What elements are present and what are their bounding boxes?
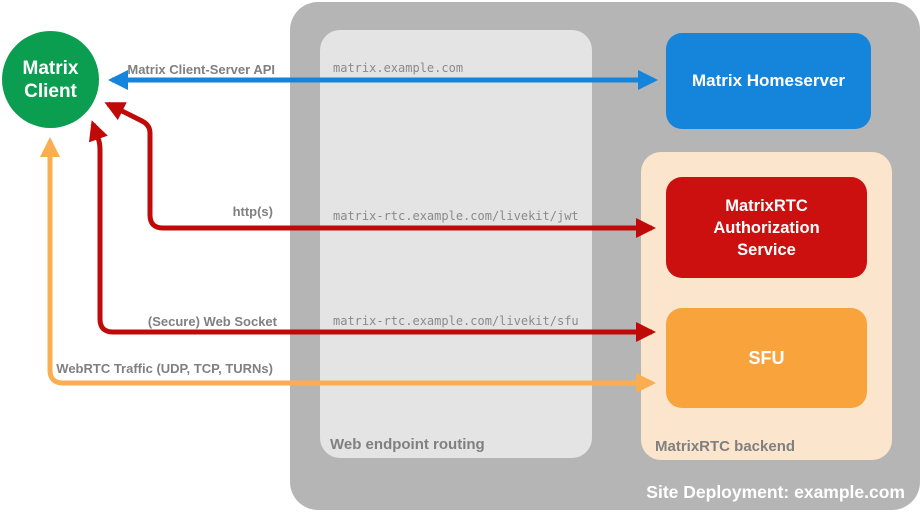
matrix-client-node: Matrix Client	[2, 31, 99, 128]
webrtc-arrow-label: WebRTC Traffic (UDP, TCP, TURNs)	[56, 361, 273, 376]
matrix-homeserver-label: Matrix Homeserver	[691, 71, 846, 90]
matrixrtc-authorization-service-label: MatrixRTC Authorization Service	[713, 196, 820, 259]
https-arrow-label: http(s)	[232, 204, 273, 219]
matrixrtc-authorization-service-node: MatrixRTC Authorization Service	[666, 177, 867, 278]
sfu-label: SFU	[748, 347, 785, 368]
matrix-homeserver-node: Matrix Homeserver	[666, 33, 871, 129]
route-livekit-jwt: matrix-rtc.example.com/livekit/jwt	[333, 209, 579, 223]
web-endpoint-routing-caption: Web endpoint routing	[330, 436, 485, 453]
websocket-arrow-label: (Secure) Web Socket	[147, 314, 277, 329]
web-endpoint-routing-box	[320, 30, 592, 458]
route-matrix-example-com: matrix.example.com	[333, 61, 464, 75]
route-livekit-sfu: matrix-rtc.example.com/livekit/sfu	[333, 314, 579, 328]
site-deployment-caption: Site Deployment: example.com	[646, 482, 905, 502]
matrix-client-label: Matrix Client	[22, 57, 79, 102]
sfu-node: SFU	[666, 308, 867, 408]
client-server-api-arrow-label: Matrix Client-Server API	[127, 62, 275, 77]
matrixrtc-backend-caption: MatrixRTC backend	[655, 438, 796, 455]
